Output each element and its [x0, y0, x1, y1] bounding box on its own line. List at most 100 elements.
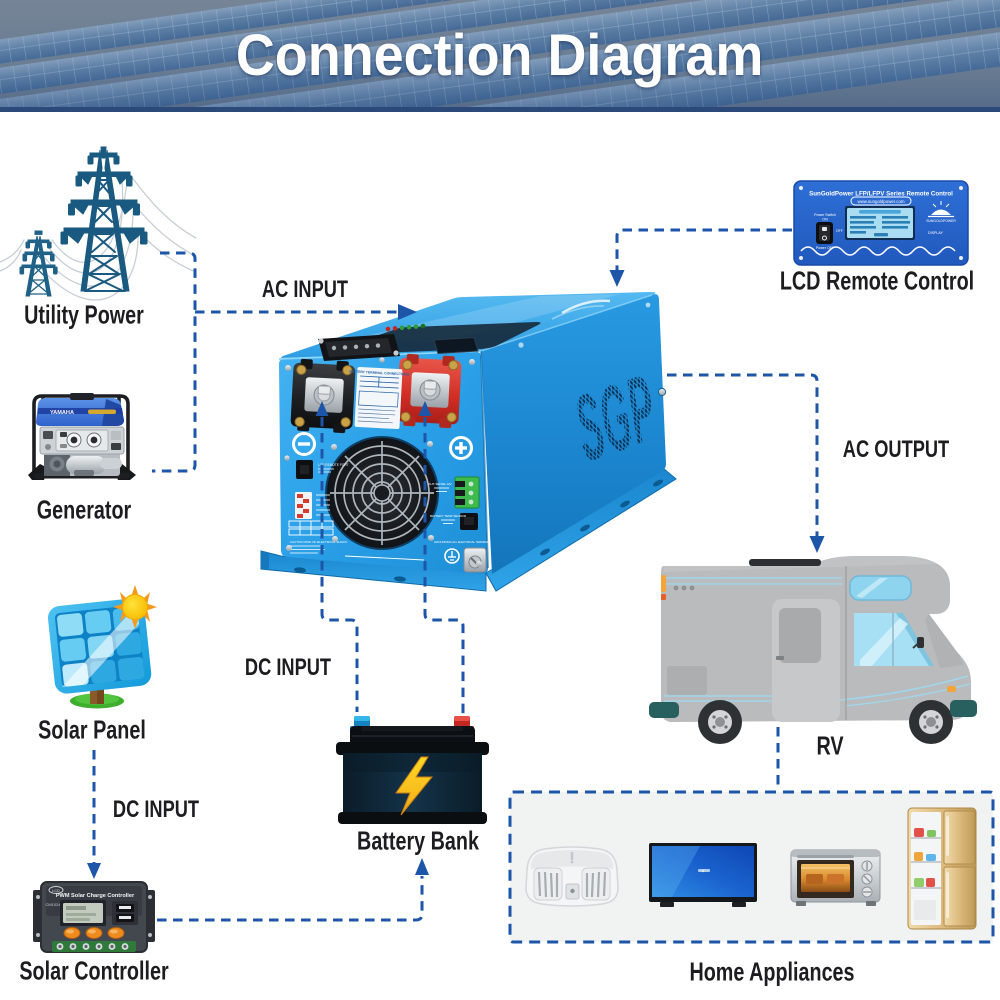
- inverter-mount-flanges: [260, 468, 677, 592]
- label-utility-power: Utility Power: [24, 299, 144, 330]
- aux-connector: AUX SENSE 12V: [428, 476, 480, 509]
- negative-terminal-block: [290, 358, 356, 434]
- rv-door-window: [779, 608, 821, 663]
- controller-title-text: PWM Solar Charge Controller: [56, 893, 135, 899]
- fridge-doors: [943, 810, 976, 927]
- generator-brand-text: YAMAHA: [50, 410, 74, 416]
- remote-title-text: SunGoldPower LFP/LFPV Series Remote Cont…: [809, 191, 953, 198]
- solar-controller-icon: LCD PWM Solar Charge Controller CM1024: [33, 881, 155, 953]
- fridge-interior: [911, 812, 941, 925]
- tv-icon: [649, 843, 757, 907]
- battery-temp-label: BATTERY TEMP SENSOR: [430, 514, 467, 518]
- tower-cross-arms: [60, 152, 148, 245]
- display-window: [433, 336, 479, 355]
- negative-mark: [292, 432, 316, 456]
- inverter-product: SGP: [260, 292, 677, 592]
- solar-farm-photo: [0, 0, 1000, 112]
- label-ac-input: AC INPUT: [261, 276, 349, 303]
- panel-board: [47, 598, 152, 694]
- lightning-bolt-icon: [395, 756, 434, 816]
- rv-icon: [649, 556, 977, 744]
- arrow-battery: [415, 858, 429, 875]
- air-conditioner-icon: [525, 846, 619, 907]
- rating-table: [288, 520, 334, 536]
- controller-terminals: [52, 941, 136, 952]
- label-generator: Generator: [36, 494, 132, 525]
- rv-mirror: [912, 637, 924, 649]
- battery-temp-port: BATTERY TEMP SENSOR: [430, 513, 478, 530]
- inverter-side-face: [481, 294, 666, 574]
- transmission-tower-small: [19, 230, 58, 297]
- generator-accent-stripe: [88, 409, 116, 414]
- label-solar-controller: Solar Controller: [19, 955, 169, 986]
- remote-website-pill: [850, 196, 912, 206]
- positive-mark: [449, 436, 473, 460]
- ac-terminal-block: [318, 334, 400, 361]
- front-screws: [284, 357, 482, 567]
- spec-plate: BATTERY TERMINAL CONNECTIONS: [349, 366, 410, 430]
- caution-text: CAUTION RISK OF ELECTRICAL SHOCK: [290, 540, 425, 561]
- rv-roof-vent: [749, 559, 821, 566]
- connector-utility-generator: [152, 251, 197, 473]
- rv-rear-wheel: [698, 700, 742, 744]
- controller-model-text: CM1024: [45, 902, 61, 907]
- rv-storage-hatch: [667, 666, 707, 695]
- generator-icon: YAMAHA: [28, 393, 136, 480]
- controller-lcd-logo: LCD: [52, 889, 60, 893]
- arrow-dc-positive: [418, 401, 432, 416]
- label-ac-output: AC OUTPUT: [842, 436, 950, 463]
- rv-front-bumper: [950, 700, 977, 717]
- svg-text:Power Switch: Power Switch: [814, 213, 836, 217]
- svg-text:SUNGOLDPOWER: SUNGOLDPOWER: [926, 219, 956, 223]
- connector-ac-output: [667, 373, 819, 537]
- connector-dc-positive: [423, 417, 465, 714]
- connector-dc-negative: [320, 417, 359, 712]
- remote-lcd-screen: [845, 206, 915, 240]
- connector-controller-battery: [157, 876, 424, 922]
- transmission-tower-large: [60, 146, 148, 292]
- arrow-controller: [87, 863, 101, 879]
- inverter-top-panel: [318, 299, 611, 361]
- svg-text:Power OFF: Power OFF: [816, 246, 835, 250]
- svg-text:ON: ON: [822, 218, 828, 222]
- svg-text:CAUTION RISK OF ELECTRICAL SHO: CAUTION RISK OF ELECTRICAL SHOCK: [290, 540, 347, 544]
- rv-hood: [925, 614, 963, 668]
- page-title: Connection Diagram: [236, 23, 764, 88]
- rv-rear-bumper: [649, 702, 679, 718]
- connector-arrowheads: [87, 270, 825, 879]
- battery-top-flange: [336, 742, 489, 755]
- remote-display-label: DISPLAY: [928, 231, 944, 235]
- side-knockout: [657, 387, 667, 397]
- arrow-remote: [609, 270, 625, 287]
- battery-bottom-flange: [338, 812, 487, 824]
- label-dc-input-battery: DC INPUT: [244, 654, 332, 681]
- label-home-appliances: Home Appliances: [689, 956, 855, 987]
- remote-sine-wave: [800, 246, 956, 256]
- solar-panel-icon: [47, 585, 157, 709]
- home-appliances-box: [508, 790, 995, 944]
- arrow-ac-output: [809, 536, 825, 553]
- sgp-swoosh-logo: [561, 299, 611, 315]
- sun-icon: [113, 585, 157, 629]
- remote-website-text: www.sungoldpower.com: [857, 199, 904, 204]
- connectors: [92, 228, 819, 922]
- cooling-fan: [325, 436, 439, 550]
- label-lcd-remote: LCD Remote Control: [779, 265, 975, 296]
- controller-buttons: [63, 927, 125, 939]
- status-led-row: [385, 323, 426, 332]
- rv-door-handle: [776, 656, 784, 660]
- svg-text:OFF: OFF: [836, 229, 843, 233]
- ground-label: GROUNDING ALL ELECTRICAL TERMINAL: [434, 540, 490, 544]
- fridge-icon: [907, 807, 977, 930]
- remote-brand-logo: SUNGOLDPOWER: [926, 201, 956, 223]
- label-battery-bank: Battery Bank: [357, 825, 479, 856]
- remote-port-label: LCD REMOTE PORT: [318, 463, 349, 467]
- label-rv: RV: [816, 730, 844, 761]
- panel-gloss: [62, 604, 139, 688]
- arrow-ac-input: [398, 304, 417, 320]
- connector-remote: [615, 228, 792, 271]
- oven-knobs: [861, 860, 873, 898]
- controller-usb-ports: [112, 901, 138, 925]
- rv-front-wheel: [909, 700, 953, 744]
